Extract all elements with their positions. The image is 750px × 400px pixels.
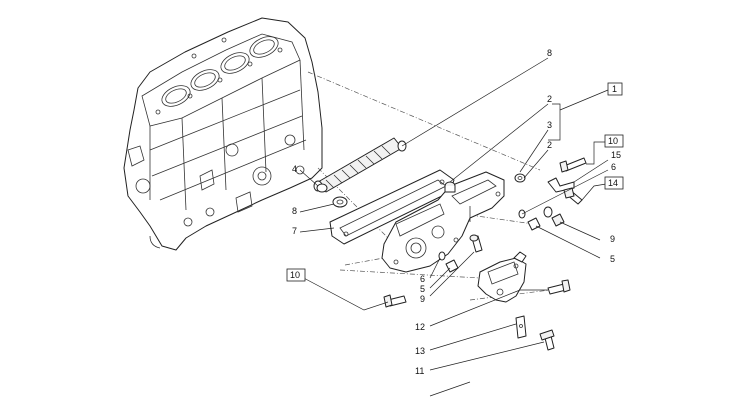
callout-10-box-left: 10 bbox=[290, 270, 300, 280]
o-ring bbox=[316, 183, 328, 193]
callout-12: 12 bbox=[415, 322, 425, 332]
plug bbox=[444, 181, 456, 193]
callout-15: 15 bbox=[611, 150, 621, 160]
callout-6-lower: 6 bbox=[420, 274, 425, 284]
callout-1-box: 1 bbox=[612, 84, 617, 94]
bolt-11 bbox=[539, 329, 555, 351]
reference-boxes bbox=[286, 82, 624, 282]
callout-2-mid: 2 bbox=[547, 140, 552, 150]
nut-5a bbox=[527, 217, 541, 231]
washer-6-mid bbox=[543, 206, 553, 218]
callout-5-lower: 5 bbox=[420, 284, 425, 294]
oil-cooler-gasket bbox=[332, 196, 348, 208]
plate-13 bbox=[515, 315, 527, 339]
bolt-9a bbox=[551, 213, 565, 227]
sealing-washer bbox=[514, 173, 526, 183]
mounting-bracket bbox=[477, 251, 527, 303]
callout-9-right: 9 bbox=[610, 234, 615, 244]
bolt-14 bbox=[563, 187, 583, 205]
callout-8-top: 8 bbox=[547, 48, 552, 58]
callout-13: 13 bbox=[415, 346, 425, 356]
bolt-9b bbox=[469, 234, 483, 253]
oil-cooler-cover bbox=[381, 171, 505, 273]
callout-4: 4 bbox=[292, 164, 297, 174]
callout-5-right: 5 bbox=[610, 254, 615, 264]
callout-3: 3 bbox=[547, 120, 552, 130]
washer-6b bbox=[438, 251, 446, 261]
callout-labels: 8 2 1 3 2 10 15 6 14 4 8 7 9 5 10 6 5 9 … bbox=[290, 48, 621, 376]
leader-lines bbox=[299, 57, 609, 397]
oil-cooler-element bbox=[313, 137, 407, 193]
callout-7: 7 bbox=[292, 226, 297, 236]
callout-14-box: 14 bbox=[608, 178, 618, 188]
callout-10-box-right: 10 bbox=[608, 136, 618, 146]
callout-11: 11 bbox=[415, 366, 424, 376]
engine-block bbox=[123, 17, 323, 251]
bolt-10-left bbox=[383, 294, 407, 308]
callout-8-left: 8 bbox=[292, 206, 297, 216]
callout-6-right: 6 bbox=[611, 162, 616, 172]
bolt-12 bbox=[547, 279, 571, 295]
callout-2-top: 2 bbox=[547, 94, 552, 104]
bolt-10-upper bbox=[559, 157, 587, 173]
callout-9-lower: 9 bbox=[420, 294, 425, 304]
